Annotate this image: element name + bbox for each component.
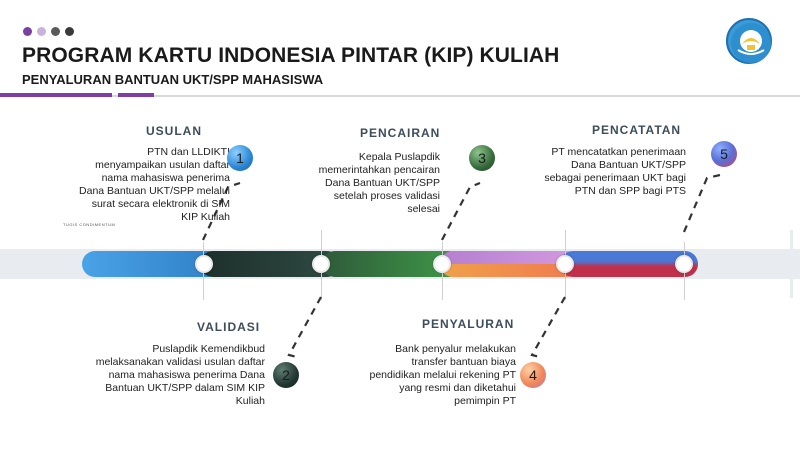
desc-line: surat secara elektronik di SIM (91, 198, 230, 210)
desc-line: Puslapdik Kemendikbud (152, 343, 265, 355)
step-4-heading: PENYALURAN (422, 317, 515, 331)
desc-line: menyampaikan usulan daftar (95, 159, 230, 171)
step-2-heading: VALIDASI (197, 320, 261, 334)
connector-1 (202, 181, 241, 241)
timeline-node-1 (195, 255, 213, 273)
decorative-dots (23, 27, 74, 36)
desc-line: PT mencatatkan penerimaan (551, 146, 686, 158)
desc-line: nama mahasiswa penerima (101, 172, 230, 184)
desc-line: yang resmi dan diketahui (399, 382, 516, 394)
step-2-description: Puslapdik Kemendikbud melaksanakan valid… (60, 343, 265, 408)
desc-line: Dana Bantuan UKT/SPP (571, 159, 686, 171)
desc-line: nama mahasiswa penerima Dana (108, 369, 265, 381)
dot (37, 27, 46, 36)
dot (23, 27, 32, 36)
timeline-node-5 (675, 255, 693, 273)
desc-line: Dana Bantuan UKT/SPP melalui (79, 185, 230, 197)
desc-line: PTN dan SPP bagi PTS (574, 185, 686, 197)
header-accent-bar (0, 93, 112, 97)
timeline-segment-penyaluran-top (440, 251, 580, 264)
step-2-badge: 2 (273, 362, 299, 388)
dot (65, 27, 74, 36)
desc-line: Bantuan UKT/SPP dalam SIM KIP (105, 382, 265, 394)
desc-line: memerintahkan pencairan (318, 164, 440, 176)
connector-5 (682, 173, 721, 233)
timeline-node-2 (312, 255, 330, 273)
small-note: TUGIS CONDIMENTUM (63, 222, 116, 227)
page-title: PROGRAM KARTU INDONESIA PINTAR (KIP) KUL… (22, 44, 560, 67)
timeline-node-4 (556, 255, 574, 273)
step-3-badge: 3 (469, 145, 495, 171)
logo-emblem-icon (731, 23, 771, 63)
desc-line: selesai (407, 203, 440, 215)
step-5-badge: 5 (711, 141, 737, 167)
step-3-heading: PENCAIRAN (360, 126, 441, 140)
step-4-badge: 4 (520, 362, 546, 388)
desc-line: Dana Bantuan UKT/SPP (325, 177, 440, 189)
desc-line: Bank penyalur melakukan (395, 343, 516, 355)
step-1-badge: 1 (227, 145, 253, 171)
connector-2 (287, 296, 322, 359)
step-5-heading: PENCATATAN (592, 123, 682, 137)
desc-line: transfer bantuan biaya (411, 356, 517, 368)
page-subtitle: PENYALURAN BANTUAN UKT/SPP MAHASISWA (22, 72, 324, 87)
step-1-heading: USULAN (146, 124, 202, 138)
desc-line: pemimpin PT (454, 395, 516, 407)
timeline-segment-penyaluran-bottom (440, 264, 580, 277)
desc-line: sebagai penerimaan UKT bagi (544, 172, 686, 184)
connector-3 (441, 181, 481, 241)
header-accent-bar (118, 93, 154, 97)
connector-4 (530, 296, 566, 359)
header-divider (0, 95, 800, 97)
step-4-description: Bank penyalur melakukan transfer bantuan… (330, 343, 516, 408)
step-3-description: Kepala Puslapdik memerintahkan pencairan… (280, 151, 440, 216)
desc-line: pendidikan melalui rekening PT (369, 369, 516, 381)
dot (51, 27, 60, 36)
desc-line: PTN dan LLDIKTI (147, 146, 230, 158)
step-5-description: PT mencatatkan penerimaan Dana Bantuan U… (500, 146, 686, 198)
timeline-end-cap (790, 230, 793, 298)
desc-line: Kepala Puslapdik (358, 151, 440, 163)
desc-line: setelah proses validasi (333, 190, 440, 202)
step-1-description: PTN dan LLDIKTI menyampaikan usulan daft… (40, 146, 230, 224)
desc-line: KIP Kuliah (181, 211, 230, 223)
desc-line: melaksanakan validasi usulan daftar (95, 356, 265, 368)
kemendikbud-logo-icon (726, 18, 772, 64)
timeline-node-3 (433, 255, 451, 273)
desc-line: Kuliah (235, 395, 265, 407)
